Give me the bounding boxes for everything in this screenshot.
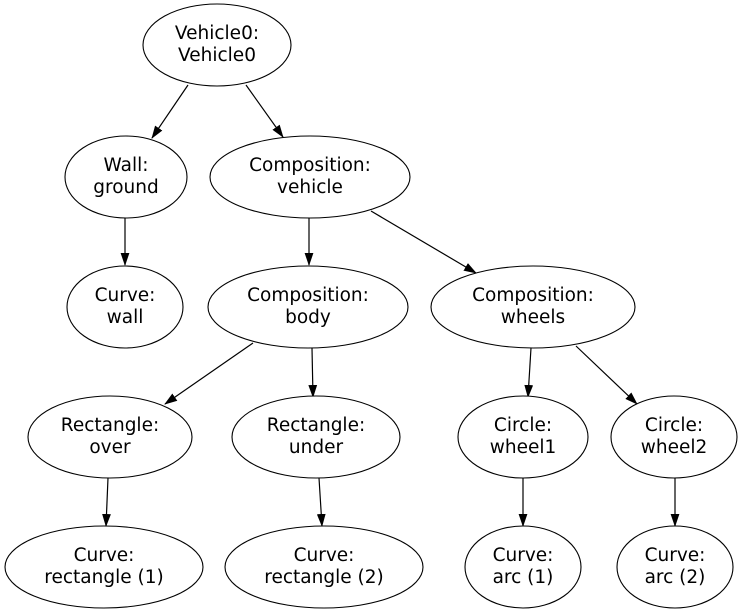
node-label-rectangle-over: Rectangle:over	[61, 415, 159, 458]
node-ellipse-rectangle-over	[27, 395, 193, 479]
node-label-line: under	[289, 437, 344, 458]
node-label-line: over	[89, 437, 131, 458]
edge-rectangle-under-to-curve-rectangle-2	[316, 477, 326, 527]
node-label-vehicle0: Vehicle0:Vehicle0	[175, 23, 259, 66]
graph-node-curve-wall: Curve:wall	[66, 265, 184, 349]
node-label-line: Curve:	[645, 545, 706, 566]
graph-node-composition-body: Composition:body	[207, 265, 409, 349]
node-label-composition-body: Composition:body	[247, 285, 369, 328]
node-ellipse-curve-wall	[66, 265, 184, 349]
edge-rectangle-over-to-curve-rectangle-1	[102, 477, 111, 527]
node-label-line: Composition:	[472, 285, 594, 306]
nodes-layer: Vehicle0:Vehicle0Wall:groundComposition:…	[4, 3, 738, 609]
node-label-circle-wheel1: Circle:wheel1	[490, 415, 557, 458]
node-label-line: body	[285, 307, 331, 328]
node-label-line: Composition:	[249, 155, 371, 176]
node-label-line: Curve:	[95, 285, 156, 306]
node-label-line: Vehicle0:	[175, 23, 259, 44]
edge-composition-vehicle-to-composition-wheels	[370, 210, 477, 274]
node-label-circle-wheel2: Circle:wheel2	[641, 415, 708, 458]
graph-node-rectangle-over: Rectangle:over	[27, 395, 193, 479]
node-ellipse-curve-arc-1	[464, 525, 582, 609]
graph-node-curve-arc-2: Curve:arc (2)	[616, 525, 734, 609]
node-label-rectangle-under: Rectangle:under	[267, 415, 365, 458]
node-label-line: Vehicle0	[178, 45, 256, 66]
node-label-line: Rectangle:	[61, 415, 159, 436]
node-label-curve-arc-2: Curve:arc (2)	[645, 545, 706, 588]
edge-composition-body-to-rectangle-under	[308, 347, 318, 398]
node-label-line: Composition:	[247, 285, 369, 306]
node-label-curve-rectangle-1: Curve:rectangle (1)	[44, 545, 163, 588]
node-label-composition-vehicle: Composition:vehicle	[249, 155, 371, 198]
edge-vehicle0-to-wall-ground	[151, 84, 189, 139]
node-label-line: rectangle (2)	[264, 567, 383, 588]
node-label-line: arc (2)	[645, 567, 706, 588]
node-ellipse-curve-rectangle-1	[4, 525, 204, 609]
node-label-line: arc (1)	[493, 567, 554, 588]
graph-node-composition-wheels: Composition:wheels	[430, 265, 636, 349]
node-label-line: Circle:	[494, 415, 552, 436]
node-ellipse-circle-wheel1	[457, 395, 589, 479]
node-label-line: wheel2	[641, 437, 708, 458]
node-label-line: rectangle (1)	[44, 567, 163, 588]
node-ellipse-circle-wheel2	[610, 395, 738, 479]
node-label-line: Curve:	[294, 545, 355, 566]
node-ellipse-composition-vehicle	[209, 135, 411, 219]
edge-composition-wheels-to-circle-wheel1	[524, 347, 534, 398]
node-ellipse-rectangle-under	[231, 395, 401, 479]
edge-composition-body-to-rectangle-over	[164, 342, 254, 405]
edges-layer	[102, 84, 680, 527]
node-ellipse-vehicle0	[142, 3, 292, 87]
graph-node-wall-ground: Wall:ground	[64, 135, 188, 219]
graph-node-composition-vehicle: Composition:vehicle	[209, 135, 411, 219]
node-label-curve-arc-1: Curve:arc (1)	[493, 545, 554, 588]
node-label-line: Wall:	[104, 155, 149, 176]
node-ellipse-curve-rectangle-2	[224, 525, 424, 609]
edge-composition-wheels-to-circle-wheel2	[575, 345, 638, 405]
node-label-line: Curve:	[74, 545, 135, 566]
node-ellipse-composition-body	[207, 265, 409, 349]
graph-node-circle-wheel1: Circle:wheel1	[457, 395, 589, 479]
node-ellipse-curve-arc-2	[616, 525, 734, 609]
node-label-line: ground	[93, 177, 158, 198]
graph-node-curve-arc-1: Curve:arc (1)	[464, 525, 582, 609]
graph-node-curve-rectangle-2: Curve:rectangle (2)	[224, 525, 424, 609]
graph-node-vehicle0: Vehicle0:Vehicle0	[142, 3, 292, 87]
node-label-line: Circle:	[645, 415, 703, 436]
node-label-line: vehicle	[277, 177, 343, 198]
node-ellipse-wall-ground	[64, 135, 188, 219]
edge-vehicle0-to-composition-vehicle	[245, 84, 284, 138]
node-ellipse-composition-wheels	[430, 265, 636, 349]
node-label-line: Curve:	[493, 545, 554, 566]
graph-node-rectangle-under: Rectangle:under	[231, 395, 401, 479]
node-label-line: wheels	[501, 307, 565, 328]
node-label-composition-wheels: Composition:wheels	[472, 285, 594, 328]
node-label-curve-rectangle-2: Curve:rectangle (2)	[264, 545, 383, 588]
node-label-curve-wall: Curve:wall	[95, 285, 156, 328]
graph-node-circle-wheel2: Circle:wheel2	[610, 395, 738, 479]
node-label-line: wheel1	[490, 437, 557, 458]
graph-node-curve-rectangle-1: Curve:rectangle (1)	[4, 525, 204, 609]
node-label-line: wall	[107, 307, 144, 328]
node-label-line: Rectangle:	[267, 415, 365, 436]
node-label-wall-ground: Wall:ground	[93, 155, 158, 198]
